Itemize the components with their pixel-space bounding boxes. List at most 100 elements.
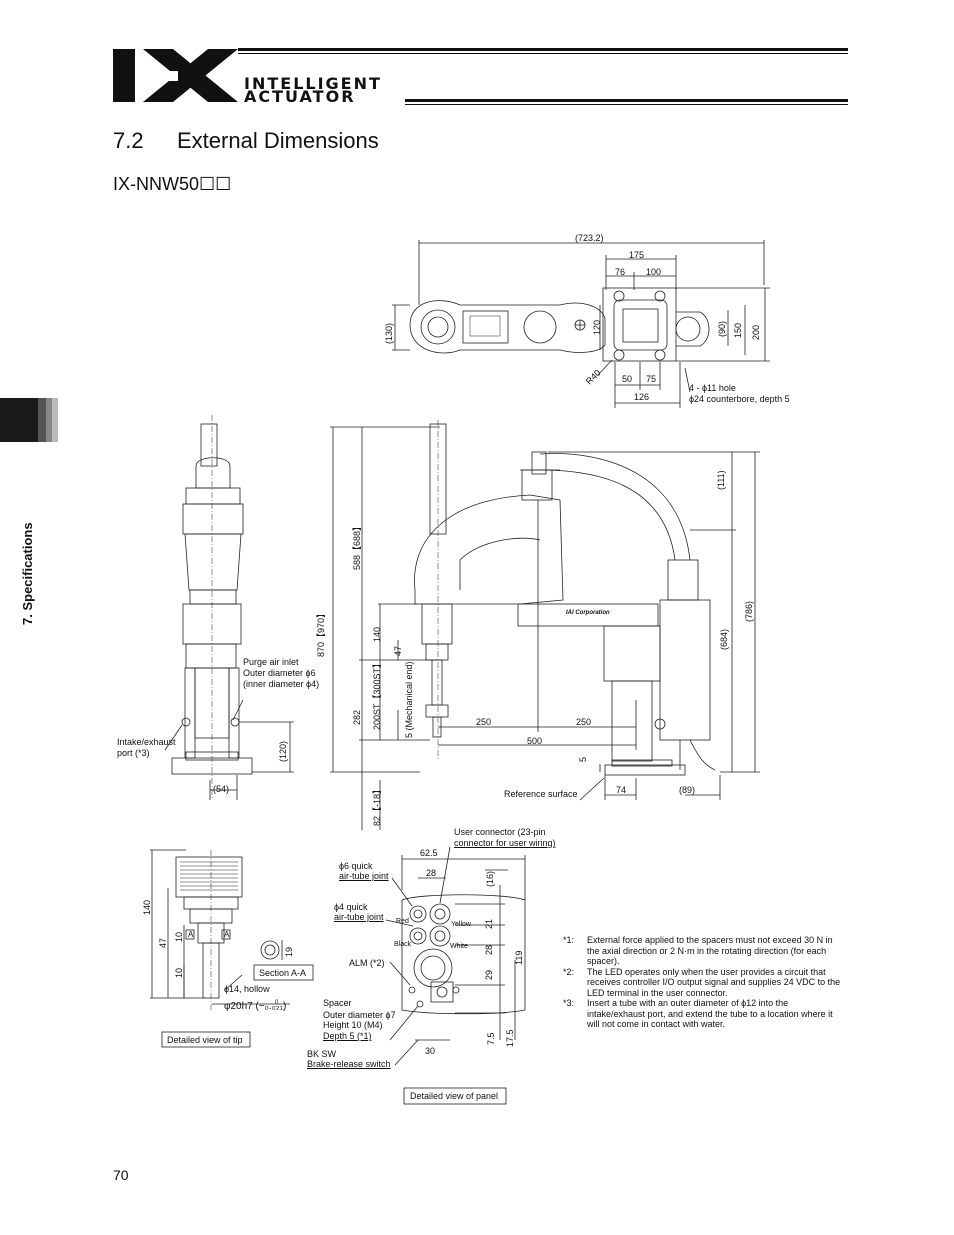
- dim-75: 75: [646, 374, 657, 384]
- notes-block: *1:External force applied to the spacers…: [563, 935, 843, 1030]
- section-heading: 7.2 External Dimensions: [113, 128, 379, 154]
- dim-588: 588【688】: [352, 521, 362, 570]
- section-caption-box: [253, 964, 314, 981]
- header-rule-top: [238, 48, 848, 51]
- dim-684: (684): [719, 628, 729, 650]
- panel-dim-29: 29: [484, 969, 494, 980]
- shaft-label: φ20h7 (−₀.₀₂₁): [224, 1001, 287, 1012]
- note-2: *2:The LED operates only when the user p…: [563, 966, 841, 998]
- user-connector-1: User connector (23-pin: [454, 827, 546, 837]
- dim-786: (786): [744, 600, 754, 622]
- note-3: *3:Insert a tube with an outer diameter …: [563, 998, 833, 1029]
- panel-dim-119: 119: [514, 950, 524, 965]
- dim-175: 175: [629, 250, 645, 260]
- intake-label-2: port (*3): [117, 748, 150, 758]
- section-title: External Dimensions: [177, 128, 379, 153]
- intake-label-1: Intake/exhaust: [117, 737, 176, 747]
- front-view: [330, 420, 760, 830]
- dim-100: 100: [646, 267, 662, 277]
- spacer-3: Height 10 (M4): [323, 1020, 383, 1030]
- dim-250-left: 250: [476, 717, 492, 727]
- phi6-joint-2: air-tube joint: [339, 871, 389, 881]
- header-rule-bottom-2: [405, 104, 848, 105]
- section-label: Section A-A: [259, 968, 307, 978]
- section-number: 7.2: [113, 128, 144, 153]
- header-rule-mid: [238, 53, 848, 54]
- dim-5: 5: [578, 756, 588, 762]
- dim-47: 47: [393, 645, 403, 656]
- tip-caption: Detailed view of tip: [167, 1035, 243, 1045]
- dim-111: (111): [716, 470, 726, 490]
- dim-side-54: (54): [213, 784, 230, 794]
- panel-caption-box: [403, 1087, 507, 1105]
- panel-dim-62: 62.5: [420, 848, 438, 858]
- dim-500: 500: [527, 736, 543, 746]
- phi4-joint-1: ϕ4 quick: [334, 902, 368, 912]
- purge-label-2: Outer diameter ϕ6: [243, 668, 316, 678]
- tip-dim-10b: 10: [174, 967, 184, 978]
- dim-82: 82【-18】: [372, 784, 382, 826]
- alm-label: ALM (*2): [349, 958, 385, 968]
- ix-logo: [113, 49, 238, 102]
- dim-723: (723.2): [575, 233, 604, 243]
- tip-caption-box: [161, 1031, 251, 1048]
- dim-282: 282: [352, 709, 362, 725]
- dim-126: 126: [634, 392, 650, 402]
- section-a-left: A: [188, 930, 194, 939]
- dim-90: (90): [717, 320, 727, 337]
- dim-89: (89): [679, 785, 696, 795]
- spacer-2: Outer diameter ϕ7: [323, 1010, 396, 1020]
- page-number: 70: [113, 1167, 129, 1183]
- brand-line-2: ACTUATOR: [244, 87, 356, 106]
- user-connector-2: connector for user wiring): [454, 838, 556, 848]
- model-title: IX-NNW50☐☐: [113, 174, 232, 194]
- tip-dim-47: 47: [158, 937, 168, 948]
- panel-view: [385, 846, 526, 1066]
- dim-130: (130): [384, 322, 394, 344]
- dim-side-120: (120): [278, 740, 288, 762]
- dim-200st: 200ST【300ST】: [372, 658, 382, 730]
- dim-150: 150: [733, 322, 743, 338]
- hollow-label: ϕ14, hollow: [224, 984, 270, 994]
- color-red: Red: [396, 918, 409, 925]
- color-black: Black: [394, 941, 412, 948]
- dim-140: 140: [372, 626, 382, 642]
- tip-dim-10a: 10: [174, 931, 184, 942]
- reference-surface: Reference surface: [504, 789, 578, 799]
- bksw-2: Brake-release switch: [307, 1059, 391, 1069]
- hole-note-2: ϕ24 counterbore, depth 5: [689, 394, 790, 404]
- purge-label-3: (inner diameter ϕ4): [243, 679, 320, 689]
- dim-76: 76: [615, 267, 626, 277]
- spacer-4: Depth 5 (*1): [323, 1031, 372, 1041]
- dim-120: 120: [592, 319, 602, 335]
- side-tab-marker: [0, 398, 58, 442]
- note-1: *1:External force applied to the spacers…: [563, 935, 833, 966]
- purge-label-1: Purge air inlet: [243, 657, 299, 667]
- panel-dim-7-5: 7.5: [486, 1032, 496, 1045]
- header-rule-bottom: [405, 99, 848, 102]
- spacer-1: Spacer: [323, 998, 352, 1008]
- panel-dim-17-5: 17.5: [505, 1029, 515, 1047]
- panel-dim-28-top: 28: [426, 868, 437, 878]
- dim-50: 50: [622, 374, 633, 384]
- dim-mech-end: 5 (Mechanical end): [404, 661, 414, 738]
- top-view: [392, 240, 770, 408]
- color-yellow: Yellow: [451, 921, 471, 928]
- hole-note-1: 4 - ϕ11 hole: [689, 383, 736, 393]
- brand-line-1: INTELLIGENT: [244, 74, 382, 93]
- dim-250-right: 250: [576, 717, 592, 727]
- panel-dim-16: (16): [485, 870, 495, 887]
- dim-74: 74: [616, 785, 627, 795]
- tip-dim-140: 140: [142, 899, 152, 915]
- tip-view: [150, 849, 290, 1010]
- panel-dim-21: 21: [484, 918, 494, 929]
- arm-brand: IAI Corporation: [566, 610, 610, 616]
- color-white: White: [450, 943, 468, 950]
- tip-dim-19: 19: [284, 946, 294, 957]
- panel-caption: Detailed view of panel: [410, 1091, 499, 1101]
- phi4-joint-2: air-tube joint: [334, 912, 384, 922]
- shaft-tolerance: 0: [275, 1000, 279, 1006]
- dim-870: 870【970】: [316, 608, 326, 657]
- side-view: [164, 415, 294, 800]
